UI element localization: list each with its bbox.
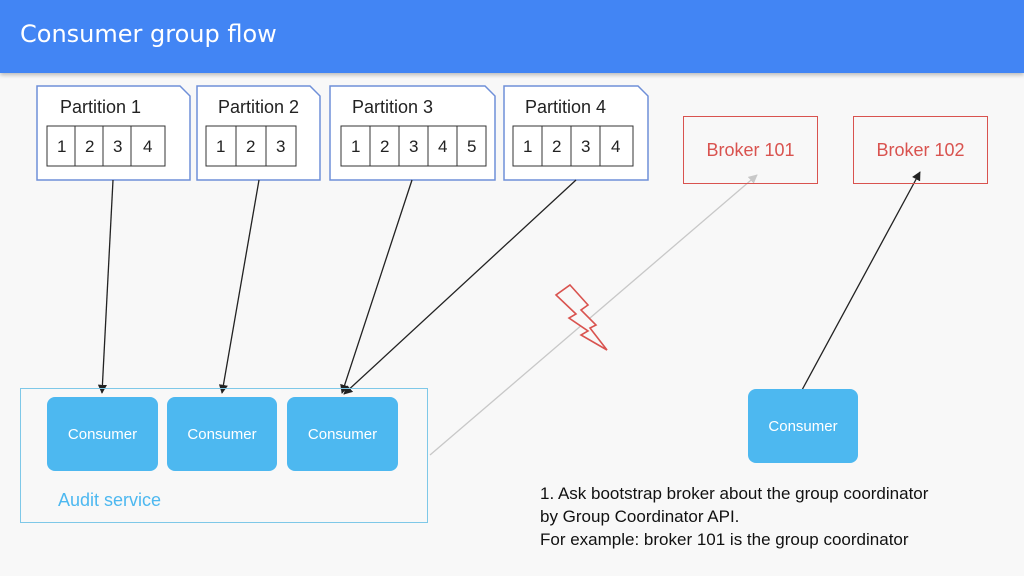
- partition-2-cell-label: 2: [246, 137, 255, 156]
- coordinator-note: 1. Ask bootstrap broker about the group …: [540, 482, 1010, 551]
- partition-1-cell-box: [130, 125, 166, 167]
- partition-1-cell-label: 2: [85, 137, 94, 156]
- partition-label-3: Partition 3: [352, 97, 433, 117]
- partition-4-cell-label: 1: [523, 137, 532, 156]
- partition-2-cell-box: [265, 125, 297, 167]
- partition-label-2: Partition 2: [218, 97, 299, 117]
- audit-service-container: [20, 388, 428, 523]
- partition-1-to-consumer-1-arrow: [97, 179, 114, 394]
- broker-102-box: Broker 102: [853, 116, 988, 184]
- partition-card-4-frame: [503, 85, 649, 181]
- partition-3-cell-label: 2: [380, 137, 389, 156]
- page-title: Consumer group flow: [20, 20, 277, 48]
- consumer-to-broker-102-arrow: [801, 171, 921, 391]
- consumer-node: Consumer: [167, 397, 277, 471]
- consumer-node: Consumer: [47, 397, 158, 471]
- consumer-node: Consumer: [287, 397, 398, 471]
- partition-2-cell-label: 1: [216, 137, 225, 156]
- partition-card-3-frame: [329, 85, 496, 181]
- partition-2-to-consumer-2-arrow: [218, 179, 260, 394]
- partition-3-cell-label: 3: [409, 137, 418, 156]
- audit-service-label: Audit service: [58, 490, 162, 510]
- partition-card-1: Partition 1 1 2 3 4: [36, 85, 191, 181]
- partition-cells-2: 1 2 3: [205, 125, 297, 167]
- partition-4-cell-label: 2: [552, 137, 561, 156]
- partition-3-cell-box: [456, 125, 487, 167]
- partition-2-cell-label: 3: [276, 137, 285, 156]
- partition-label-1: Partition 1: [60, 97, 141, 117]
- partition-card-4: Partition 4 1 2 3 4: [503, 85, 649, 181]
- partition-4-cell-label: 4: [611, 137, 620, 156]
- partition-3-cell-label: 1: [351, 137, 360, 156]
- partition-card-2: Partition 2 1 2 3: [196, 85, 321, 181]
- partition-3-cell-label: 4: [438, 137, 447, 156]
- partition-cells-1: 1 2 3 4: [46, 125, 166, 167]
- partition-1-cell-label: 1: [57, 137, 66, 156]
- partition-4-cell-label: 3: [581, 137, 590, 156]
- note-line: by Group Coordinator API.: [540, 507, 740, 526]
- note-line: For example: broker 101 is the group coo…: [540, 530, 909, 549]
- standalone-consumer-node: Consumer: [748, 389, 858, 463]
- lightning-icon: [554, 283, 608, 351]
- partition-card-3: Partition 3 1 2 3 4 5: [329, 85, 496, 181]
- partition-4-cell-box: [599, 125, 634, 167]
- partition-4-to-consumer-3-arrow: [343, 179, 577, 395]
- partition-cells-4: 1 2 3 4: [512, 125, 634, 167]
- partition-3-to-consumer-3-arrow: [340, 179, 413, 394]
- partition-label-4: Partition 4: [525, 97, 606, 117]
- audit-service-to-broker-101-arrow: [429, 174, 758, 456]
- partition-1-cell-label: 4: [143, 137, 152, 156]
- broker-101-box: Broker 101: [683, 116, 818, 184]
- header-bar: Consumer group flow: [0, 0, 1024, 73]
- partition-cells-3: 1 2 3 4 5: [340, 125, 487, 167]
- note-line: 1. Ask bootstrap broker about the group …: [540, 484, 929, 503]
- partition-card-2-frame: [196, 85, 321, 181]
- partition-3-cell-label: 5: [467, 137, 476, 156]
- partition-1-cell-label: 3: [113, 137, 122, 156]
